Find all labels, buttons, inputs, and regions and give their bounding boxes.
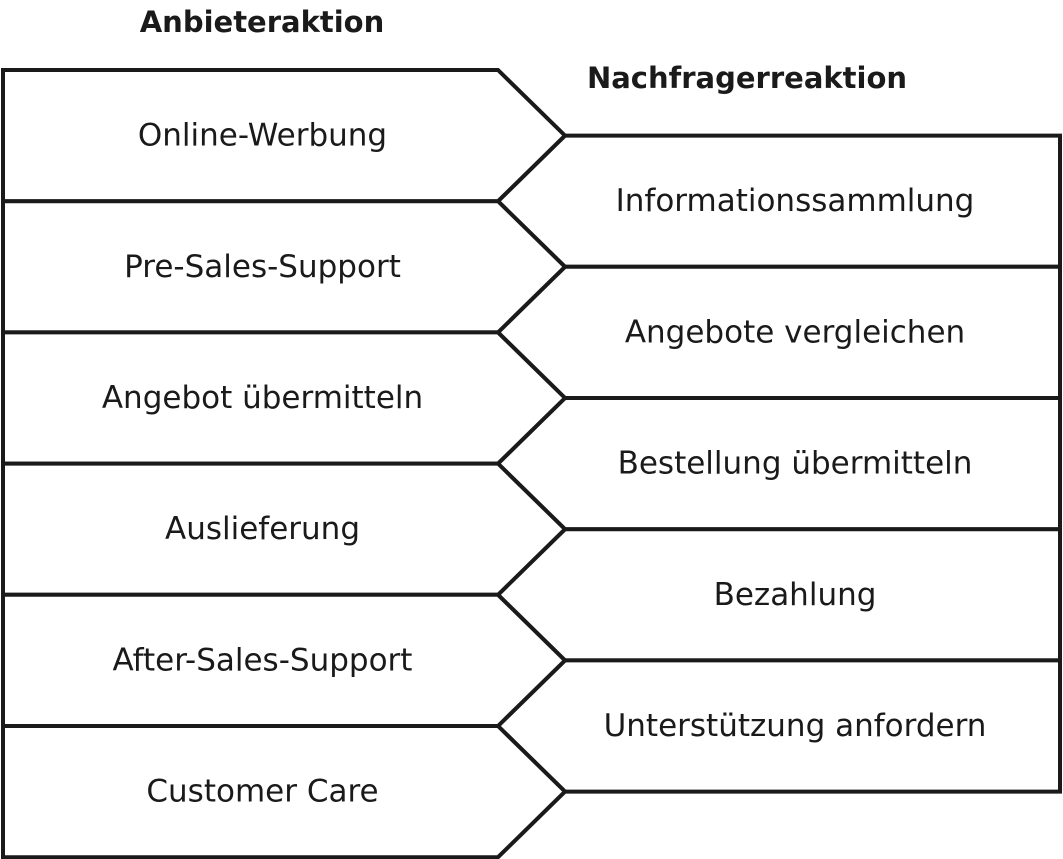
provider-action-label-online-werbung: Online-Werbung bbox=[138, 118, 387, 154]
customer-reaction-label-unterstuetzung-anfordern: Unterstützung anfordern bbox=[604, 708, 987, 744]
provider-action-cell-auslieferung bbox=[1, 461, 568, 597]
provider-action-cell-pre-sales-support bbox=[1, 199, 568, 335]
provider-action-label-angebot-uebermitteln: Angebot übermitteln bbox=[102, 380, 423, 416]
provider-action-label-auslieferung: Auslieferung bbox=[165, 511, 360, 547]
customer-reaction-label-angebote-vergleichen: Angebote vergleichen bbox=[625, 314, 965, 350]
customer-reaction-label-bestellung-uebermitteln: Bestellung übermitteln bbox=[618, 446, 973, 482]
customer-reaction-label-bezahlung: Bezahlung bbox=[714, 577, 877, 613]
customer-reaction-label-informationssammlung: Informationssammlung bbox=[616, 183, 975, 219]
customer-reactions-heading: Nachfragerreaktion bbox=[586, 61, 908, 95]
provider-action-label-after-sales-support: After-Sales-Support bbox=[113, 642, 413, 678]
provider-action-cell-customer-care bbox=[1, 724, 568, 859]
provider-action-cell-online-werbung bbox=[1, 68, 568, 204]
provider-action-label-pre-sales-support: Pre-Sales-Support bbox=[124, 249, 401, 285]
provider-action-label-customer-care: Customer Care bbox=[146, 774, 378, 810]
provider-actions-heading: Anbieteraktion bbox=[139, 5, 385, 39]
provider-action-cell-angebot-uebermitteln bbox=[1, 330, 568, 466]
provider-action-cell-after-sales-support bbox=[1, 592, 568, 728]
